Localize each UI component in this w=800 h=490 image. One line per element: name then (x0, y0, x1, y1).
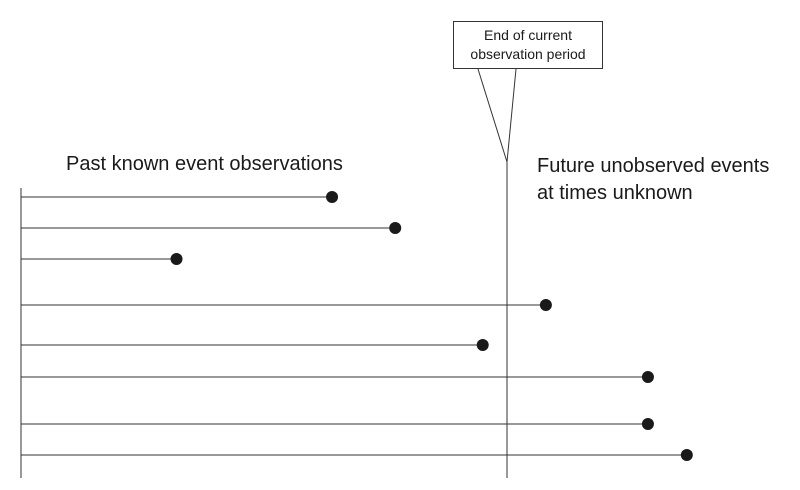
callout-line1: End of current (484, 27, 572, 43)
callout-line2: observation period (470, 46, 586, 62)
event-dot-2 (389, 222, 402, 234)
event-dot-4 (539, 299, 552, 311)
callout-pointer (477, 68, 517, 163)
future-events-label: Future unobserved events at times unknow… (537, 153, 769, 207)
event-dot-5 (476, 339, 489, 351)
past-observations-label: Past known event observations (66, 153, 343, 175)
timelines (21, 191, 693, 461)
event-dot-8 (680, 449, 693, 461)
event-dot-1 (326, 191, 339, 203)
event-dot-7 (641, 418, 654, 430)
event-dot-6 (641, 371, 654, 383)
future-events-line2: at times unknown (537, 182, 693, 204)
event-dot-3 (170, 253, 183, 265)
observation-end-callout: End of current observation period (453, 21, 603, 69)
future-events-line1: Future unobserved events (537, 155, 770, 177)
